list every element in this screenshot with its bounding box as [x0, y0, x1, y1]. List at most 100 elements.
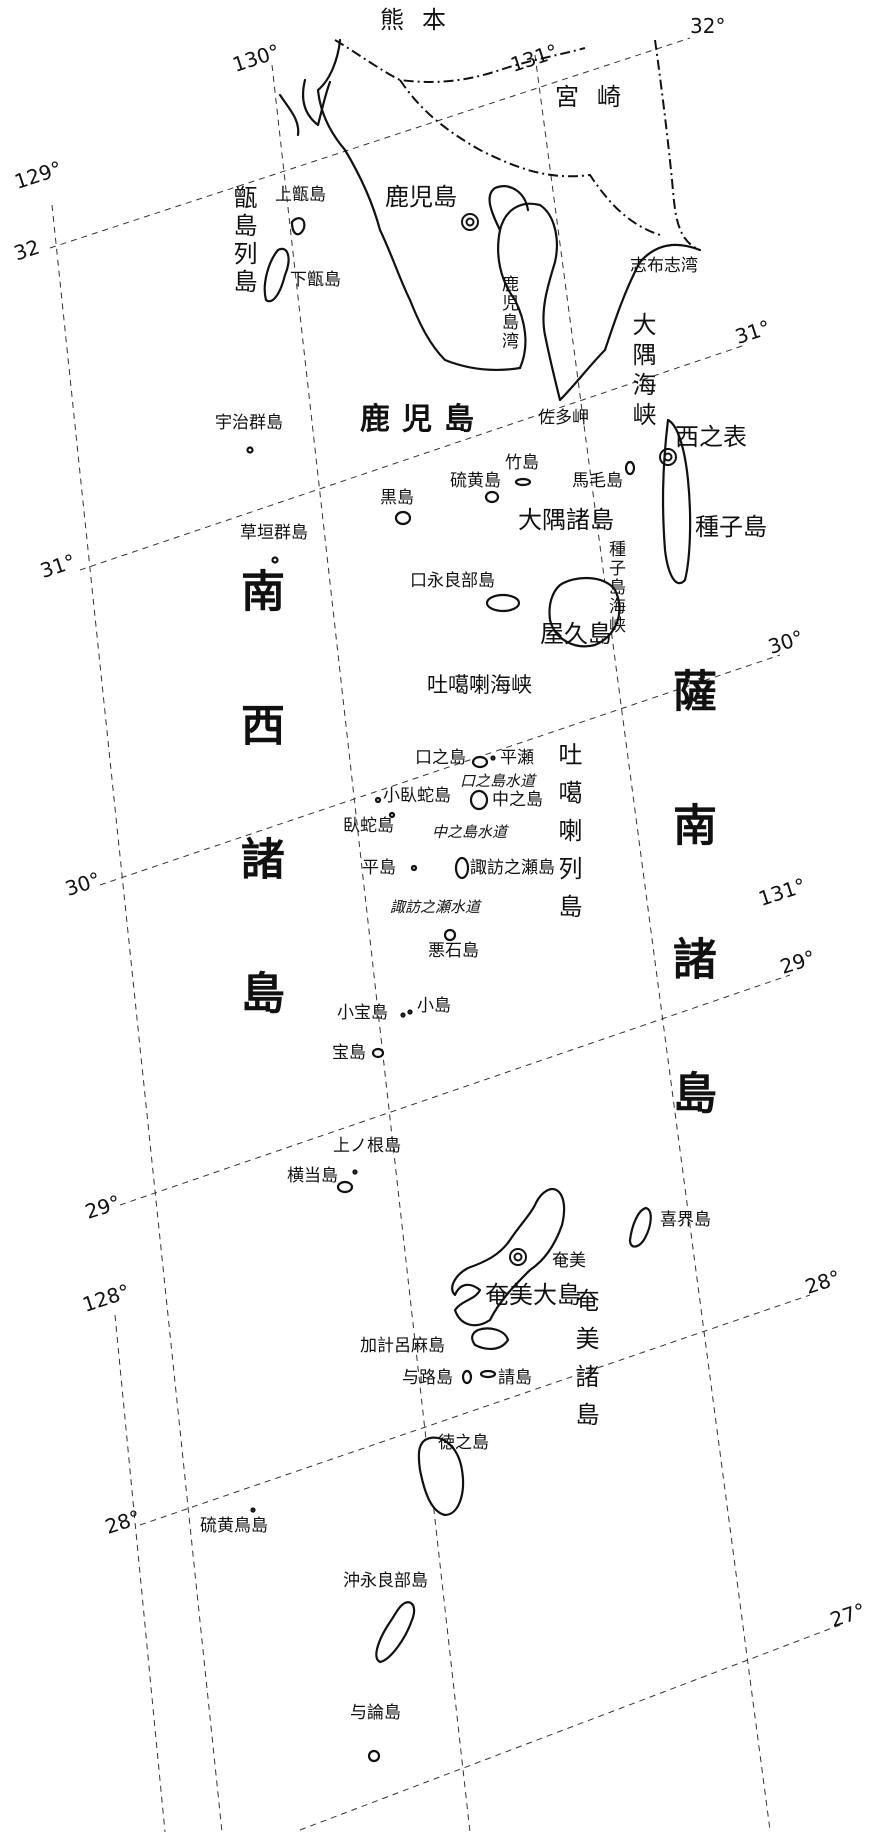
label-koshiki-islands: 甑島列島	[229, 185, 257, 297]
label-tokara-kaikyo: 吐噶喇海峡	[427, 673, 532, 697]
okinoerabujima-shape	[375, 1601, 416, 1664]
label-kagoshima-city: 鹿児島	[385, 183, 457, 211]
uji-islands-mark	[246, 446, 254, 454]
label-gajajima: 臥蛇島	[343, 816, 394, 836]
label-kuchinoerabu: 口永良部島	[410, 571, 495, 591]
label-yokoatejima: 横当島	[287, 1166, 338, 1186]
kodakarajima-mark	[400, 1012, 406, 1018]
kogajajima-mark	[374, 796, 382, 804]
label-nakanoshima: 中之島	[492, 790, 543, 810]
takeshima-shape	[514, 477, 532, 487]
label-kuroshima: 黒島	[380, 488, 414, 508]
city-marker-amami	[509, 1248, 527, 1266]
shimokoshiki-shape	[263, 247, 290, 303]
kuroshima-shape	[394, 510, 412, 526]
lat-28-line	[139, 1294, 811, 1526]
label-miyazaki: 宮崎	[555, 83, 639, 111]
kagoshima-bay-shore	[488, 185, 530, 232]
label-hirase: 平瀬	[500, 748, 534, 768]
akusekijima-shape	[443, 928, 457, 942]
label-yoronjima: 与論島	[350, 1703, 401, 1723]
kojima-mark	[407, 1009, 413, 1015]
yoronjima-shape	[367, 1749, 381, 1763]
label-yakushima: 屋久島	[540, 620, 612, 648]
mageshima-shape	[624, 460, 636, 476]
lat-31-line	[79, 344, 746, 571]
tokunoshima-shape	[417, 1436, 465, 1517]
hirase-mark	[490, 755, 496, 761]
label-kamikoshiki: 上甑島	[275, 185, 326, 205]
label-shibushi-bay: 志布志湾	[630, 256, 698, 276]
kaminonejima-mark	[352, 1169, 358, 1175]
kikaijima-shape	[628, 1206, 652, 1248]
label-uji: 宇治群島	[215, 413, 283, 433]
kyushu-coastline	[316, 38, 702, 402]
label-amami-islands: 奄美諸島	[571, 1288, 599, 1440]
prefecture-border-miyazaki	[399, 79, 661, 236]
label-iotorishima: 硫黄鳥島	[200, 1516, 268, 1536]
yokoatejima-shape	[336, 1180, 354, 1194]
label-suwanosejima: 諏訪之瀬島	[470, 858, 555, 878]
label-kagoshima-bay: 鹿児島湾	[498, 275, 518, 351]
kamikoshiki-shape	[290, 217, 306, 236]
label-osumi-islands: 大隅諸島	[518, 506, 614, 534]
label-kuchinoshima: 口之島	[415, 748, 466, 768]
label-ukejima: 請島	[498, 1368, 532, 1388]
iotorishima-mark	[250, 1507, 256, 1513]
gajajima-mark	[388, 811, 396, 819]
city-marker-nishinoomote	[659, 448, 677, 466]
label-satsunan-islands: 薩南諸島	[665, 668, 716, 1204]
amami-oshima-shape	[451, 1187, 566, 1327]
label-osumi-kaikyo: 大隅海峡	[628, 312, 656, 432]
amakusa-coast	[278, 93, 300, 137]
kuchinoshima-shape	[471, 755, 489, 769]
label-okinoerabujima: 沖永良部島	[343, 1571, 428, 1591]
label-iojima: 硫黄島	[450, 471, 501, 491]
label-suwanose-suido: 諏訪之瀬水道	[390, 898, 481, 916]
label-akusekijima: 悪石島	[428, 941, 479, 961]
label-kuchinoshima-suido: 口之島水道	[460, 772, 536, 790]
label-kojima: 小島	[417, 996, 451, 1016]
lat-27-line	[299, 1624, 841, 1831]
kuchinoerabu-shape	[485, 593, 521, 613]
longitude-lines	[51, 54, 771, 1832]
ukejima-shape	[479, 1369, 497, 1379]
yorojima-shape	[461, 1369, 473, 1385]
prefecture-border-kagoshima-east	[654, 39, 701, 251]
takarajima-shape	[371, 1047, 385, 1059]
nakanoshima-shape	[469, 789, 489, 811]
label-tairajima: 平島	[362, 858, 396, 878]
label-kusagaki: 草垣群島	[240, 523, 308, 543]
prefecture-border-kumamoto	[334, 39, 586, 83]
label-tanegashima: 種子島	[695, 513, 767, 541]
label-mageshima: 馬毛島	[572, 471, 623, 491]
label-sata-cape: 佐多岬	[538, 408, 589, 428]
satsuma-west-coast	[301, 78, 332, 127]
label-lat-32-east: 32°	[690, 14, 726, 38]
lon-129-line	[51, 204, 223, 1832]
lat-32-line	[49, 37, 691, 249]
city-marker-kagoshima	[461, 213, 479, 231]
lat-29-line	[119, 974, 791, 1206]
label-kikaijima: 喜界島	[660, 1210, 711, 1230]
label-amami-oshima: 奄美大島	[485, 1281, 581, 1309]
label-nansei-islands: 南西諸島	[233, 568, 284, 1104]
label-kumamoto: 熊本	[380, 6, 464, 34]
lon-131-line	[534, 54, 771, 1831]
label-nishinoomote: 西之表	[675, 423, 747, 451]
iojima-shape	[484, 490, 500, 504]
label-takarajima: 宝島	[332, 1043, 366, 1063]
suwanosejima-shape	[454, 856, 470, 880]
label-tokunoshima: 徳之島	[438, 1433, 489, 1453]
label-kaminonejima: 上ノ根島	[333, 1136, 401, 1156]
label-amami-town: 奄美	[552, 1251, 586, 1271]
kusagaki-islands-mark	[271, 556, 279, 564]
lon-128-line	[114, 1314, 166, 1832]
label-shimokoshiki: 下甑島	[290, 270, 341, 290]
label-yorojima: 与路島	[402, 1368, 453, 1388]
lat-30-line	[99, 654, 781, 886]
label-kodakarajima: 小宝島	[337, 1003, 388, 1023]
latitude-lines	[49, 37, 841, 1831]
yakushima-shape	[548, 576, 621, 648]
